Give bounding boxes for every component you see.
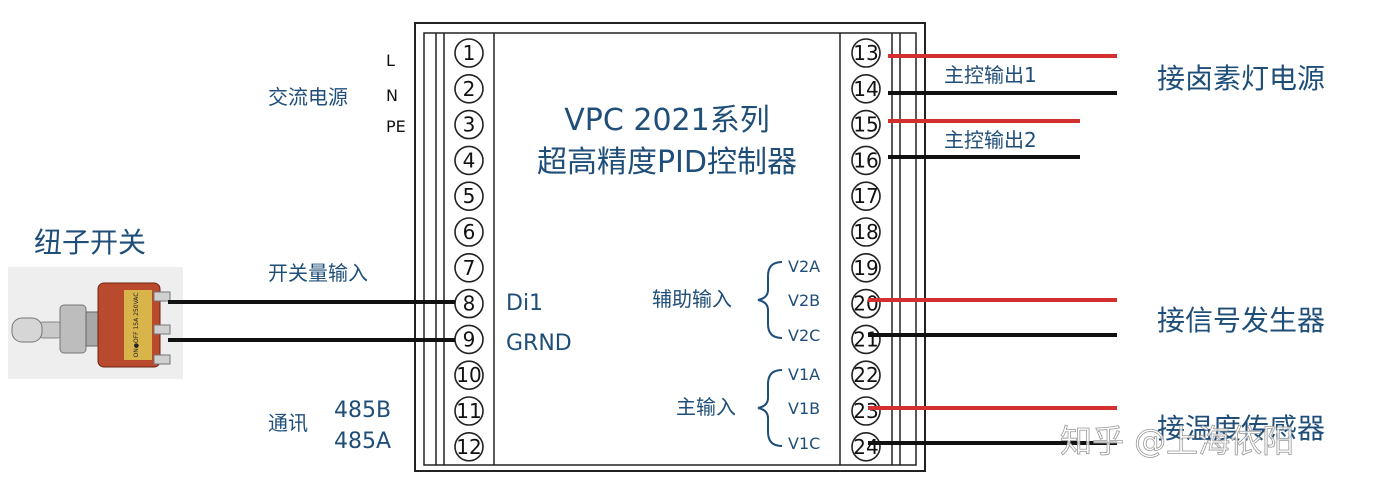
controller-outer-frame: [414, 22, 926, 472]
left-terminal-number: 10: [456, 363, 481, 387]
left-terminal-number: 4: [463, 148, 476, 172]
right-terminal-number: 24: [853, 435, 878, 459]
right-terminal-16: [851, 145, 881, 176]
aux-input-brace: [757, 261, 783, 339]
label-ac-power: 交流电源: [268, 85, 348, 109]
watermark: 知乎 @上海依阳: [1060, 422, 1294, 460]
left-terminal-number: 11: [456, 399, 481, 423]
left-terminal-number: 8: [463, 292, 476, 316]
right-terminal-number: 22: [853, 363, 878, 387]
right-terminal-number: 20: [853, 292, 878, 316]
left-terminal-5: [454, 181, 484, 211]
label-main-input: 主输入: [676, 395, 736, 419]
right-terminal-22: [851, 360, 881, 391]
left-terminal-number: 5: [463, 184, 476, 208]
left-terminal-number: 6: [463, 220, 476, 244]
label-v2b: V2B: [788, 291, 820, 310]
left-terminal-number: 12: [456, 435, 481, 459]
label-v2a: V2A: [788, 257, 820, 276]
right-terminal-24: [851, 431, 881, 462]
left-terminal-11: [454, 396, 484, 426]
toggle-switch-image: ON●OFF 15A 250VAC: [8, 267, 183, 379]
label-switch-input: 开关量输入: [268, 261, 368, 285]
right-terminal-17: [851, 181, 881, 211]
label-v1c: V1C: [788, 434, 820, 453]
left-terminal-2: [454, 74, 484, 104]
label-v1a: V1A: [788, 365, 820, 384]
label-main-out2: 主控输出2: [944, 128, 1037, 152]
main-input-brace: [757, 369, 783, 447]
label-temp-sensor: 接温度传感器: [1157, 412, 1325, 445]
right-terminal-number: 19: [853, 256, 878, 280]
right-terminal-15: [851, 109, 881, 140]
right-terminal-number: 21: [853, 327, 878, 351]
left-terminal-10: [454, 360, 484, 391]
right-terminal-19: [851, 252, 881, 283]
right-terminal-14: [851, 74, 881, 104]
right-terminal-number: 18: [853, 220, 878, 244]
label-grnd: GRND: [506, 331, 572, 356]
left-terminal-number: 3: [463, 113, 476, 137]
label-di1: Di1: [506, 291, 543, 316]
label-N: N: [386, 86, 398, 105]
right-terminal-number: 16: [853, 148, 878, 172]
left-terminal-12: [454, 431, 484, 462]
left-terminal-7: [454, 252, 484, 283]
label-aux-input: 辅助输入: [652, 287, 732, 311]
controller-inner-frame: [423, 32, 917, 466]
label-halogen: 接卤素灯电源: [1157, 62, 1325, 95]
right-terminal-13: [851, 38, 881, 68]
label-main-out1: 主控输出1: [944, 63, 1037, 87]
left-terminal-number: 7: [463, 256, 476, 280]
label-485b: 485B: [334, 398, 391, 423]
right-terminal-number: 23: [853, 399, 878, 423]
toggle-switch-title: 纽子开关: [34, 226, 146, 259]
label-485a: 485A: [334, 429, 391, 454]
left-terminal-number: 2: [463, 77, 476, 101]
right-terminal-20: [851, 288, 881, 319]
right-terminal-number: 17: [853, 184, 878, 208]
left-terminal-3: [454, 109, 484, 140]
right-terminal-21: [851, 324, 881, 355]
right-terminal-block: 13 14 15 16 17 18 19 20 21 22 23 24: [851, 38, 881, 462]
label-v1b: V1B: [788, 399, 820, 418]
label-PE: PE: [386, 117, 406, 136]
right-terminal-number: 15: [853, 113, 878, 137]
label-signal-gen: 接信号发生器: [1157, 304, 1325, 337]
left-terminal-6: [454, 217, 484, 247]
left-terminal-4: [454, 145, 484, 176]
label-L: L: [386, 51, 395, 70]
right-terminal-number: 13: [853, 41, 878, 65]
left-terminal-number: 9: [463, 327, 476, 351]
right-terminal-23: [851, 396, 881, 426]
right-terminal-number: 14: [853, 77, 878, 101]
left-terminal-number: 1: [463, 41, 476, 65]
controller-title-line1: VPC 2021系列: [564, 103, 769, 138]
left-terminal-1: [454, 38, 484, 68]
label-v2c: V2C: [788, 326, 820, 345]
label-comm: 通讯: [268, 411, 308, 435]
controller-title-line2: 超高精度PID控制器: [537, 145, 797, 180]
right-terminal-18: [851, 217, 881, 247]
svg-text:ON●OFF 15A 250VAC: ON●OFF 15A 250VAC: [133, 293, 140, 358]
